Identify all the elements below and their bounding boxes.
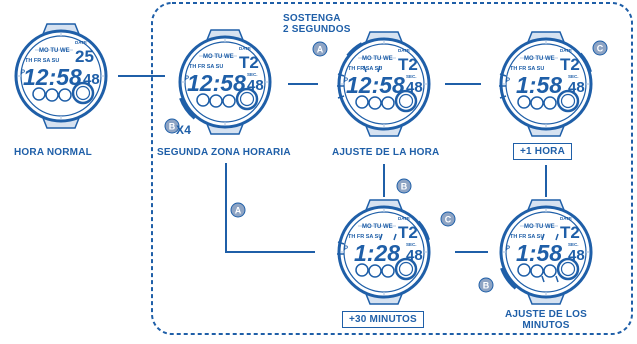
hold-instruction-line2: 2 SEGUNDOS bbox=[283, 24, 351, 35]
watch-date: T2 bbox=[560, 55, 580, 74]
watch-sec-label: SEC. bbox=[247, 72, 258, 77]
button-badge-b-3: B bbox=[478, 277, 494, 293]
watch-dow-bottom: TH FR SA SU bbox=[189, 64, 223, 70]
caption-mas-30-minutos: +30 MINUTOS bbox=[342, 311, 424, 328]
watch-pm-mark: P bbox=[344, 78, 348, 84]
caption-ajuste-minutos: AJUSTE DE LOS MINUTOS bbox=[503, 309, 589, 331]
caption-segunda-zona: SEGUNDA ZONA HORARIA bbox=[157, 147, 291, 158]
watch-date: T2 bbox=[239, 53, 259, 72]
watch-pm-mark: P bbox=[506, 78, 510, 84]
repeat-label: X4 bbox=[176, 123, 192, 137]
watch-segunda-zona: MO TU WE TH FR SA SU DATE T2 12:58 48 SE… bbox=[178, 28, 272, 136]
caption-ajuste-minutos-line1: AJUSTE DE LOS bbox=[504, 309, 588, 320]
button-badge-c-2: C bbox=[440, 211, 456, 227]
caption-hora-normal: HORA NORMAL bbox=[14, 147, 92, 158]
watch-dow-bottom: TH FR SA SU bbox=[25, 58, 59, 64]
caption-ajuste-hora: AJUSTE DE LA HORA bbox=[332, 147, 440, 158]
watch-seconds: 48 bbox=[406, 247, 423, 264]
watch-dow-top: MO TU WE bbox=[524, 224, 555, 230]
watch-pm-mark: P bbox=[506, 246, 510, 252]
watch-date-label: DATE bbox=[75, 40, 87, 45]
button-c-letter: C bbox=[445, 215, 452, 225]
watch-date: T2 bbox=[560, 223, 580, 242]
button-badge-a-2: A bbox=[230, 202, 246, 218]
button-badge-b-2: B bbox=[396, 178, 412, 194]
watch-date-label: DATE bbox=[239, 46, 251, 51]
hold-instruction: SOSTENGA 2 SEGUNDOS bbox=[283, 13, 351, 35]
watch-dow-top: MO TU WE bbox=[39, 48, 70, 54]
watch-date: T2 bbox=[398, 55, 418, 74]
watch-seconds: 48 bbox=[568, 79, 585, 96]
button-b-letter: B bbox=[401, 182, 408, 192]
watch-seconds: 48 bbox=[568, 247, 585, 264]
watch-time: 1:58 bbox=[516, 240, 562, 266]
watch-dow-bottom: TH FR SA SU bbox=[510, 66, 544, 72]
caption-mas-1-hora: +1 HORA bbox=[513, 143, 573, 160]
button-badge-b-1: B bbox=[164, 118, 180, 134]
watch-sec-label: SEC. bbox=[406, 242, 417, 247]
watch-time: 1:58 bbox=[516, 72, 562, 98]
watch-date-label: DATE bbox=[398, 216, 410, 221]
watch-date-label: DATE bbox=[560, 216, 572, 221]
watch-time: 12:58 bbox=[187, 70, 246, 96]
flow-connectors bbox=[118, 75, 547, 253]
watch-seconds: 48 bbox=[406, 79, 423, 96]
watch-hora-normal: MO TU WE TH FR SA SU DATE 25 12:58 48 P bbox=[14, 22, 108, 130]
watch-pm-mark: P bbox=[21, 70, 25, 76]
watch-pm-mark: P bbox=[344, 246, 348, 252]
watch-ajuste-hora: MO TU WE TH FR SA SU DATE T2 12:58 48 SE… bbox=[337, 30, 431, 138]
watch-dow-top: MO TU WE bbox=[203, 54, 234, 60]
button-c-letter: C bbox=[597, 44, 604, 54]
watch-pm-mark: P bbox=[185, 76, 189, 82]
hold-instruction-line1: SOSTENGA bbox=[283, 13, 341, 24]
watch-dow-top: MO TU WE bbox=[524, 56, 555, 62]
watch-dow-bottom: TH FR SA SU bbox=[348, 234, 382, 240]
button-b-letter: B bbox=[169, 122, 176, 132]
watch-seconds: 48 bbox=[83, 71, 100, 88]
button-b-letter: B bbox=[483, 281, 490, 291]
watch-dow-bottom: TH FR SA SU bbox=[510, 234, 544, 240]
watch-date: T2 bbox=[398, 223, 418, 242]
watch-sec-label: SEC. bbox=[568, 242, 579, 247]
watch-time: 1:28 bbox=[354, 240, 400, 266]
button-badge-a-1: A bbox=[312, 41, 328, 57]
watch-date-label: DATE bbox=[560, 48, 572, 53]
watch-date-label: DATE bbox=[398, 48, 410, 53]
watch-time: 12:58 bbox=[346, 72, 405, 98]
watch-dow-top: MO TU WE bbox=[362, 224, 393, 230]
watch-time: 12:58 bbox=[23, 64, 82, 90]
button-a-letter: A bbox=[235, 206, 242, 216]
watch-sec-label: SEC. bbox=[406, 74, 417, 79]
watch-date: 25 bbox=[75, 47, 94, 66]
watch-dow-top: MO TU WE bbox=[362, 56, 393, 62]
button-a-letter: A bbox=[317, 45, 324, 55]
setting-mode-region bbox=[151, 2, 633, 335]
watch-mas-30-minutos: MO TU WE TH FR SA SU DATE T2 1:28 48 SEC… bbox=[337, 198, 431, 306]
button-badge-c-1: C bbox=[592, 40, 608, 56]
watch-sec-label: SEC. bbox=[568, 74, 579, 79]
watch-mas-1-hora: MO TU WE TH FR SA SU DATE T2 1:58 48 SEC… bbox=[499, 30, 593, 138]
watch-ajuste-minutos: MO TU WE TH FR SA SU DATE T2 1:58 48 SEC… bbox=[499, 198, 593, 306]
caption-ajuste-minutos-line2: MINUTOS bbox=[522, 320, 570, 331]
watch-seconds: 48 bbox=[247, 77, 264, 94]
